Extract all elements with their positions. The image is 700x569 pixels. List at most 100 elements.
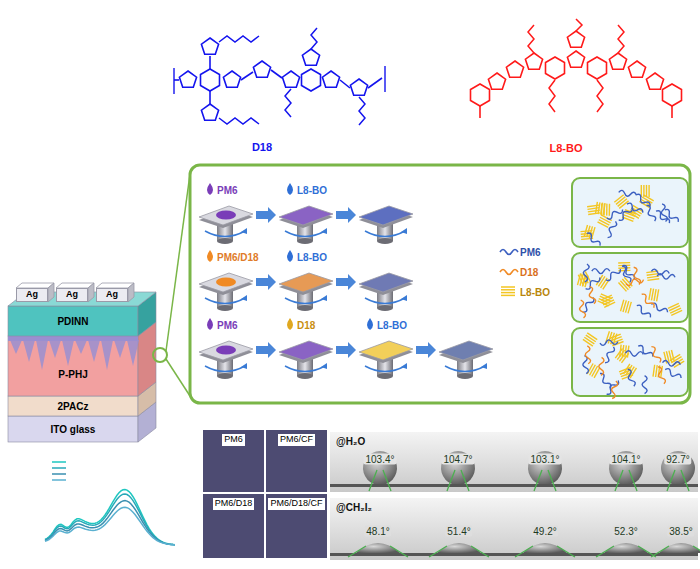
film-photo — [203, 494, 264, 558]
rotation-arrow — [205, 298, 245, 304]
electrode-side — [128, 283, 134, 302]
layer-label: P-PHJ — [56, 369, 89, 380]
film-photo: PM6 — [203, 430, 264, 492]
crystallite — [614, 195, 623, 203]
droplet — [287, 250, 293, 262]
droplet — [367, 318, 373, 330]
polymer-chain — [587, 286, 596, 305]
substrate — [359, 273, 413, 292]
ring — [567, 31, 584, 47]
alkyl-chain — [219, 118, 259, 124]
contact-angle: 52.3° — [612, 526, 639, 537]
ring — [646, 73, 663, 89]
bond — [368, 78, 382, 88]
crystallite — [647, 279, 659, 281]
droplet — [207, 318, 213, 330]
layer-face — [8, 306, 138, 336]
crystallite — [587, 208, 599, 210]
rotation-arrow — [205, 366, 245, 372]
device-layer: P-PHJ — [8, 352, 138, 396]
spin-coater — [377, 238, 393, 244]
bond — [340, 80, 350, 88]
contact-angle-strip — [330, 432, 698, 492]
ring — [302, 69, 321, 91]
crystallite — [670, 354, 680, 360]
layer-label: Ag — [26, 290, 38, 300]
solution-label: PM6 — [217, 185, 238, 196]
solution-label: PM6 — [217, 320, 238, 331]
step-arrow — [416, 342, 436, 358]
film-photo: PM6/D18 — [203, 494, 264, 558]
solution-puddle — [216, 346, 236, 355]
device-layer: PDINN — [8, 306, 138, 336]
liquid-label: @CH₂I₂ — [336, 502, 372, 513]
crystallite — [615, 349, 622, 359]
tangent-line — [667, 470, 675, 491]
solution-label: L8-BO — [377, 320, 407, 331]
crystallite — [668, 303, 682, 315]
tangent-line — [596, 546, 614, 557]
crystallite — [601, 203, 603, 215]
crystallite — [618, 282, 626, 291]
electrode: Ag — [96, 288, 128, 302]
crystallite — [647, 276, 659, 278]
layer-face — [8, 416, 138, 442]
step-arrow — [336, 342, 356, 358]
spin-coater — [377, 373, 393, 379]
spin-coater — [457, 373, 473, 379]
crystallite — [651, 289, 653, 301]
liquid-label: @H₂O — [336, 436, 365, 447]
water-droplet — [609, 451, 643, 484]
molecule-name: D18 — [252, 141, 272, 153]
contact-angle: 103.1° — [528, 454, 561, 465]
alkyl-chain — [219, 36, 259, 42]
tangent-line — [429, 546, 447, 557]
substrate — [359, 341, 413, 360]
tangent-line — [615, 470, 623, 491]
spectrum-curve — [45, 501, 175, 545]
alkyl-chain — [597, 80, 603, 112]
ring — [506, 61, 523, 77]
spin-coater — [377, 305, 393, 311]
chart-legend-line — [52, 461, 66, 463]
tangent-line — [461, 470, 469, 491]
ring — [302, 49, 319, 65]
rotation-arrow — [321, 228, 327, 234]
crystallite — [653, 365, 655, 377]
ring — [525, 53, 542, 69]
photo-label: PM6/D18 — [213, 498, 255, 510]
bond — [271, 70, 282, 78]
polymer-chain — [598, 372, 612, 390]
electrode: Ag — [16, 288, 48, 302]
ring — [201, 104, 218, 120]
polymer-chain — [644, 204, 657, 222]
droplet — [287, 183, 293, 195]
ring — [588, 57, 607, 79]
droplet — [207, 183, 213, 195]
crystallite — [620, 300, 623, 312]
polymer-chain — [642, 376, 647, 394]
ring — [546, 57, 565, 79]
device-layer: 2PACz — [8, 396, 138, 416]
polymer-chain — [626, 202, 644, 215]
spin-coater — [217, 305, 233, 311]
solution-label: D18 — [297, 320, 315, 331]
crystallite — [606, 331, 617, 345]
rotation-arrow — [241, 295, 247, 301]
contact-angle-strip — [330, 498, 698, 560]
contact-angle: 49.2° — [531, 526, 558, 537]
crystallite — [601, 295, 615, 307]
interpenetrating-domain — [101, 340, 113, 370]
tangent-line — [348, 546, 366, 557]
polymer-chain — [598, 357, 604, 375]
contact-angle: 48.1° — [364, 526, 391, 537]
polymer-chain — [651, 269, 669, 276]
polymer-chain — [620, 265, 632, 283]
substrate-line — [330, 553, 698, 556]
ring — [663, 84, 682, 106]
interpenetrating-domain — [23, 340, 35, 362]
polymer-chain — [640, 293, 656, 310]
polymer-chain — [585, 346, 591, 364]
solution-puddle — [216, 211, 236, 220]
